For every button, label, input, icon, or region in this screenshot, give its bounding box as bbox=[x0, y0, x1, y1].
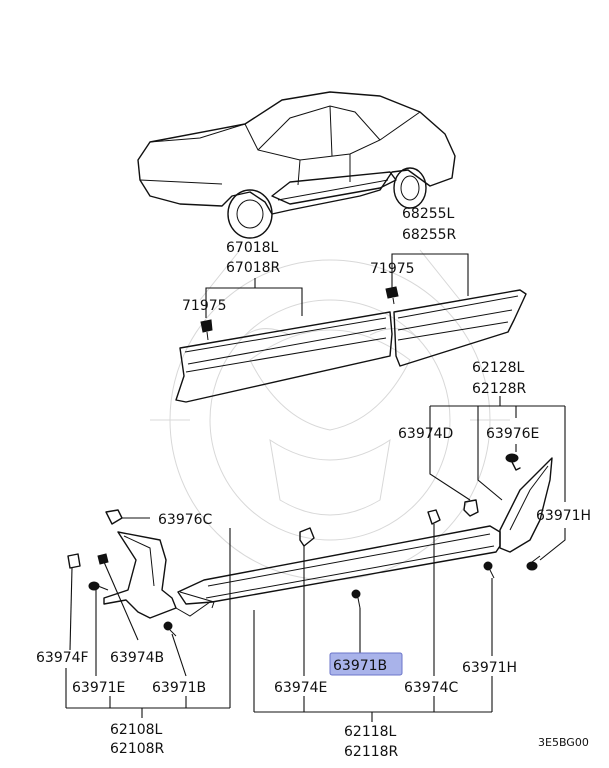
clip-71975-left bbox=[200, 319, 213, 341]
label-63974b[interactable]: 63974B bbox=[110, 650, 164, 666]
label-63974e[interactable]: 63974E bbox=[274, 680, 327, 696]
part-labels: 67018L 67018R 71975 71975 68255L 68255R … bbox=[36, 206, 591, 760]
highlighted-part-box bbox=[329, 652, 403, 676]
label-68255r[interactable]: 68255R bbox=[402, 227, 457, 243]
label-63976e[interactable]: 63976E bbox=[486, 426, 539, 442]
screw-63971h-bottom bbox=[483, 561, 495, 579]
upper-door-moldings bbox=[175, 289, 527, 403]
fastener-clips bbox=[67, 286, 541, 637]
watermark-emblem bbox=[150, 249, 510, 581]
label-63971h-bottom[interactable]: 63971H bbox=[462, 660, 517, 676]
label-62118l[interactable]: 62118L bbox=[344, 724, 397, 740]
label-71975-right[interactable]: 71975 bbox=[370, 261, 415, 277]
screw-63971h-top bbox=[526, 555, 541, 571]
label-63974c[interactable]: 63974C bbox=[404, 680, 459, 696]
label-63974f[interactable]: 63974F bbox=[36, 650, 89, 666]
label-63971h-top[interactable]: 63971H bbox=[536, 508, 591, 524]
leader-lines bbox=[65, 253, 566, 722]
label-67018l[interactable]: 67018L bbox=[226, 240, 279, 256]
clip-71975-right bbox=[385, 286, 399, 305]
label-62128l[interactable]: 62128L bbox=[472, 360, 525, 376]
label-63971b-center[interactable]: 63971B bbox=[333, 658, 387, 674]
screw-63971b-side bbox=[163, 621, 177, 637]
label-63971e[interactable]: 63971E bbox=[72, 680, 125, 696]
label-62108l[interactable]: 62108L bbox=[110, 722, 163, 738]
label-63976c[interactable]: 63976C bbox=[158, 512, 213, 528]
label-62108r[interactable]: 62108R bbox=[110, 741, 165, 757]
label-63974d[interactable]: 63974D bbox=[398, 426, 453, 442]
screw-63971e bbox=[88, 581, 109, 591]
screw-63976e bbox=[505, 453, 521, 471]
label-63971b-side[interactable]: 63971B bbox=[152, 680, 206, 696]
clip-63976c bbox=[105, 509, 123, 525]
clip-63974f bbox=[67, 553, 81, 569]
diagram-code: 3E5BG00 bbox=[538, 736, 589, 749]
label-62118r[interactable]: 62118R bbox=[344, 744, 399, 760]
clip-63974b bbox=[97, 553, 109, 565]
label-67018r[interactable]: 67018R bbox=[226, 260, 281, 276]
clip-63974d bbox=[463, 499, 479, 517]
screw-63971b-center bbox=[351, 589, 361, 609]
label-68255l[interactable]: 68255L bbox=[402, 206, 455, 222]
clip-63974e bbox=[299, 527, 315, 547]
car-illustration bbox=[137, 91, 456, 239]
lower-sill-molding bbox=[103, 457, 553, 619]
clip-63974c bbox=[427, 509, 441, 525]
label-62128r[interactable]: 62128R bbox=[472, 381, 527, 397]
label-71975-left[interactable]: 71975 bbox=[182, 298, 227, 314]
